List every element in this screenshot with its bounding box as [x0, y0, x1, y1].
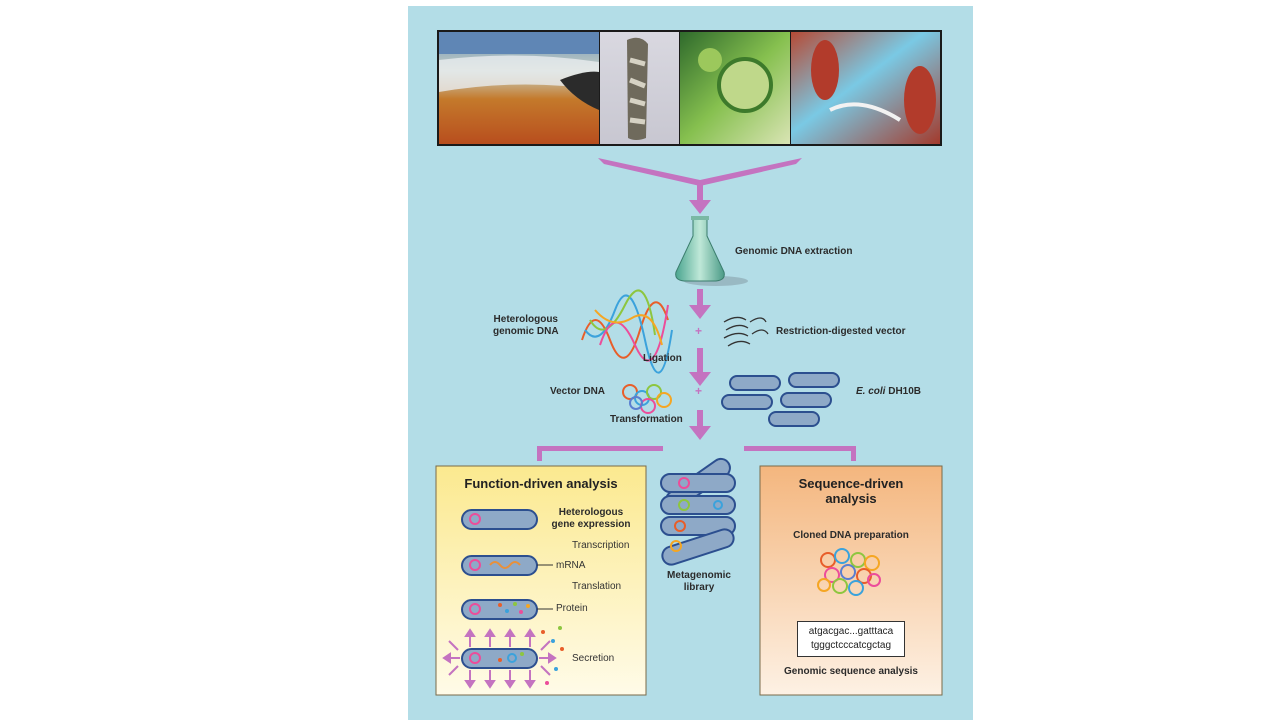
merge-arrow	[598, 158, 802, 214]
function-cell-details	[469, 513, 521, 664]
plus-sign-2: +	[695, 384, 703, 398]
label-metagenomic-library: Metagenomic library	[667, 570, 731, 593]
arrow-ligation	[689, 348, 711, 386]
cell-protein	[461, 599, 538, 620]
label-ecoli-species: E. coli	[856, 386, 886, 397]
label-heterologous-expression: Heterologous gene expression	[551, 507, 631, 530]
cell-expression	[461, 509, 538, 530]
plus-sign-1: +	[695, 324, 703, 338]
secretion-arrows	[442, 628, 557, 689]
label-transcription: Transcription	[572, 540, 630, 551]
label-mrna: mRNA	[556, 560, 586, 571]
label-translation: Translation	[572, 581, 622, 592]
heterologous-dna-icon	[581, 289, 673, 374]
restriction-vector-icon	[723, 316, 769, 347]
label-ecoli: E. coli DH10B	[856, 386, 921, 397]
label-protein: Protein	[556, 603, 588, 614]
sequence-line-2: tgggctcccatcgctag	[810, 640, 892, 651]
label-restriction-vector: Restriction-digested vector	[776, 326, 906, 337]
label-genomic-sequence-analysis: Genomic sequence analysis	[784, 666, 918, 677]
arrow-extraction	[689, 289, 711, 319]
label-cloned-dna-prep: Cloned DNA preparation	[793, 530, 909, 541]
branch-connector	[537, 446, 856, 461]
library-plasmids	[670, 477, 723, 552]
label-heterologous-dna: Heterologous genomic DNA	[493, 314, 559, 337]
ecoli-cells-icon	[721, 372, 840, 427]
sequence-driven-title: Sequence-driven analysis	[798, 476, 904, 506]
label-transformation: Transformation	[610, 414, 683, 425]
protein-dots	[498, 602, 530, 662]
photo-strip	[437, 30, 942, 146]
cloned-dna-icon	[817, 548, 881, 596]
flask-icon	[675, 216, 748, 286]
label-secretion: Secretion	[572, 653, 615, 664]
sequence-line-1: atgacgac...gatttaca	[808, 626, 894, 637]
label-ligation: Ligation	[643, 353, 682, 364]
vector-dna-icon	[622, 384, 672, 414]
sequence-readout-box: atgacgac...gatttaca tgggctcccatcgctag	[797, 621, 905, 657]
label-genomic-dna-extraction: Genomic DNA extraction	[735, 246, 853, 257]
label-ecoli-strain: DH10B	[885, 386, 922, 397]
function-driven-title: Function-driven analysis	[464, 476, 618, 491]
secreted-proteins	[541, 626, 564, 685]
label-vector-dna: Vector DNA	[550, 386, 606, 397]
arrow-transformation	[689, 410, 711, 440]
connector-lines	[537, 564, 553, 610]
